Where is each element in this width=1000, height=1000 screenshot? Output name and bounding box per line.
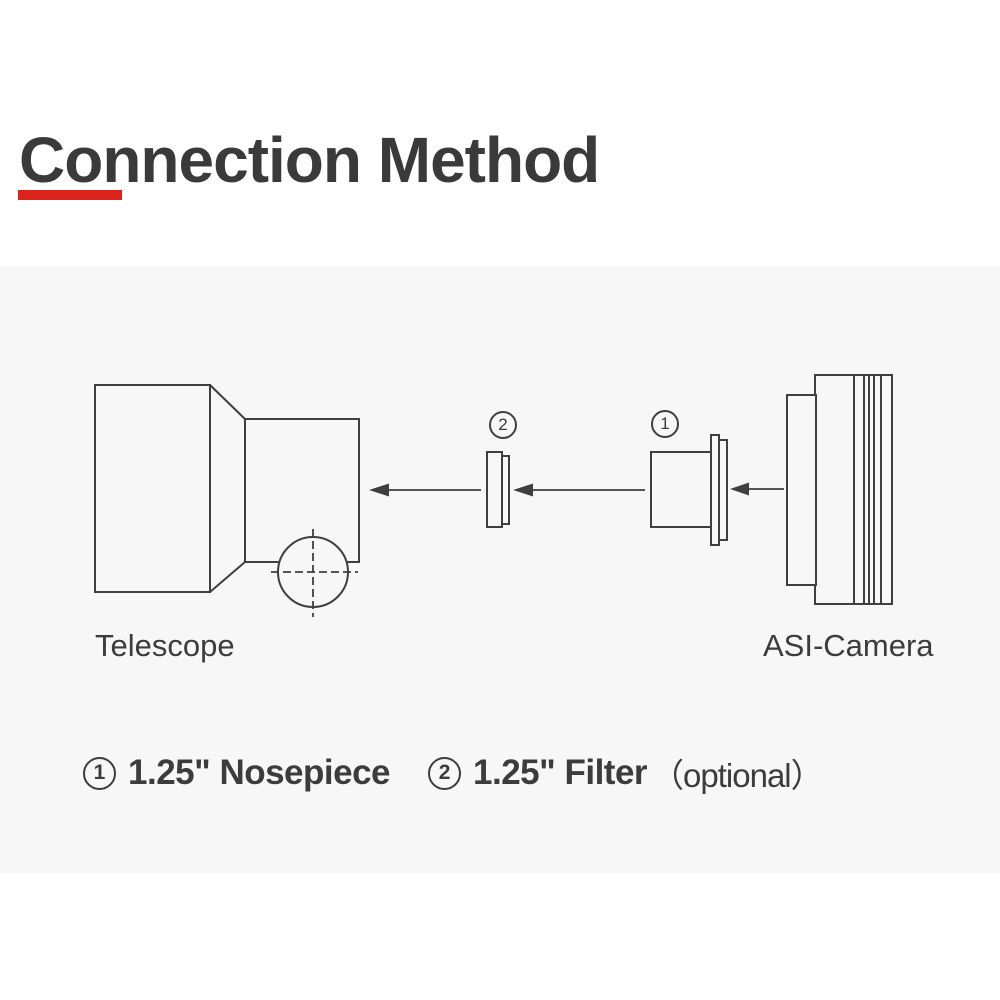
- arrow-nosepiece-to-filter-icon: [513, 483, 645, 497]
- assembly-arrows: [369, 482, 784, 497]
- nosepiece-barrel: [650, 451, 714, 528]
- nosepiece-flange-front: [710, 434, 720, 546]
- legend: 1 1.25" Nosepiece 2 1.25" Filter （option…: [83, 752, 824, 794]
- legend-1-badge: 1: [83, 756, 116, 790]
- telescope-label: Telescope: [95, 628, 235, 663]
- telescope-taper-top: [209, 384, 246, 420]
- legend-2-suffix: （optional）: [651, 757, 824, 794]
- page-title: Connection Method: [19, 124, 600, 196]
- filter-cell-front: [486, 451, 503, 528]
- arrow-camera-to-nosepiece-icon: [730, 482, 784, 496]
- legend-2-label: 1.25" Filter: [473, 753, 648, 792]
- telescope-taper-bottom: [209, 561, 246, 593]
- filter-drawing: [486, 451, 510, 528]
- telescope-tube: [94, 384, 211, 593]
- camera-front-collar: [786, 394, 817, 586]
- legend-2-badge: 2: [428, 756, 462, 790]
- focuser-knob-crosshair: [271, 529, 358, 617]
- callout-1-nosepiece-badge: 1: [651, 410, 679, 438]
- title-accent-underline: [18, 190, 122, 200]
- asi-camera-label: ASI-Camera: [763, 628, 934, 663]
- camera-back-ridges: [853, 376, 882, 603]
- filter-cell-back: [501, 455, 510, 525]
- arrow-filter-to-telescope-icon: [369, 483, 481, 497]
- camera-drawing: [786, 374, 893, 605]
- legend-1-label: 1.25" Nosepiece: [128, 753, 391, 792]
- nosepiece-drawing: [650, 434, 728, 546]
- nosepiece-flange-back: [718, 439, 728, 541]
- telescope-drawing: [94, 384, 360, 617]
- callout-2-filter-badge: 2: [489, 411, 517, 439]
